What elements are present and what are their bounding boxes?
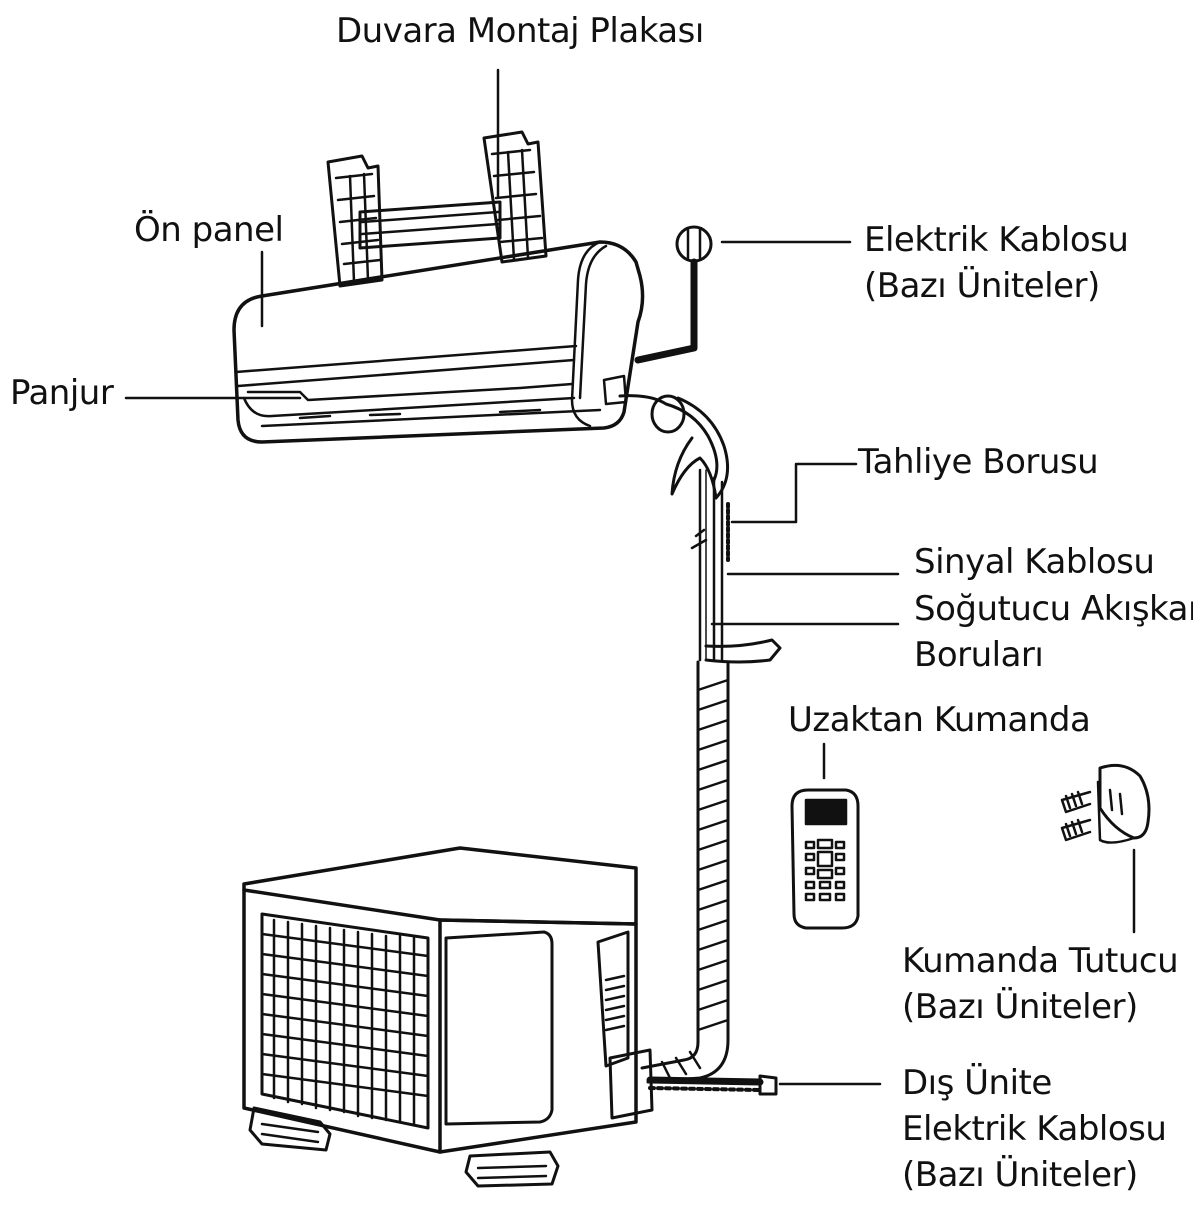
label-outdoor-cable-line2: Elektrik Kablosu [902,1109,1167,1149]
remote-control-illustration [790,788,860,930]
label-power-cable-line1: Elektrik Kablosu [864,220,1129,260]
label-mounting-plate: Duvara Montaj Plakası [336,11,704,51]
label-outdoor-power-cable: Dış Ünite Elektrik Kablosu (Bazı Ünitele… [902,1060,1167,1198]
leader-lines [124,68,1136,1086]
label-refrigerant-line2: Boruları [914,635,1044,675]
power-cable-illustration [634,225,713,364]
indoor-unit-illustration [232,240,645,444]
label-remote-holder-line2: (Bazı Üniteler) [902,987,1138,1027]
label-refrigerant-pipes: Soğutucu Akışkan Boruları [914,586,1193,678]
leader-drain-pipe [730,462,858,524]
label-signal-cable: Sinyal Kablosu [914,542,1155,582]
label-remote-holder-line1: Kumanda Tutucu [902,941,1179,981]
outdoor-cable-illustration [646,1074,778,1096]
label-louver: Panjur [10,373,114,413]
label-remote-holder: Kumanda Tutucu (Bazı Üniteler) [902,938,1179,1030]
label-outdoor-cable-line3: (Bazı Üniteler) [902,1155,1138,1195]
label-remote-control: Uzaktan Kumanda [788,700,1091,740]
label-outdoor-cable-line1: Dış Ünite [902,1063,1052,1103]
label-power-cable: Elektrik Kablosu (Bazı Üniteler) [864,217,1129,309]
outdoor-unit-illustration [242,846,654,1188]
label-refrigerant-line1: Soğutucu Akışkan [914,589,1193,629]
label-drain-pipe: Tahliye Borusu [858,442,1099,482]
label-front-panel: Ön panel [134,210,284,250]
mounting-plate-illustration [326,130,548,288]
remote-holder-illustration [1060,763,1151,844]
label-power-cable-line2: (Bazı Üniteler) [864,266,1100,306]
pipe-bundle-illustration [618,394,782,1084]
